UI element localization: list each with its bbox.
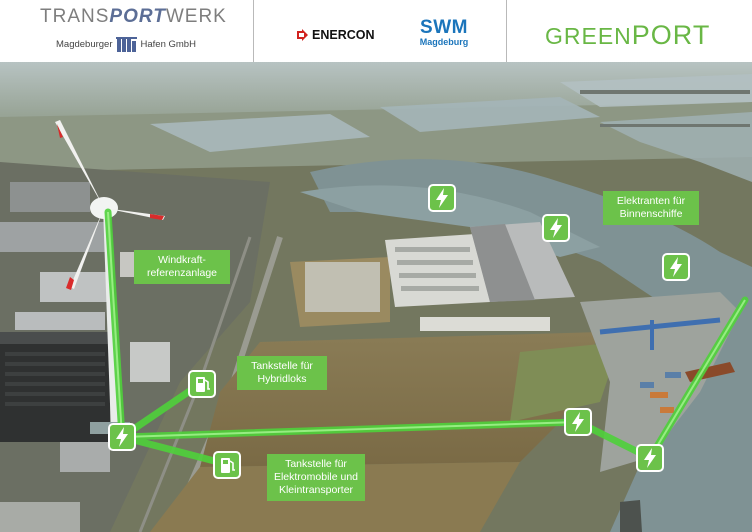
label-tankstelle-elektromobile: Tankstelle für Elektromobile und Kleintr… bbox=[267, 454, 365, 501]
lightning-icon bbox=[108, 423, 136, 451]
swm-magdeburg-logo: SWM Magdeburg bbox=[419, 17, 469, 47]
label-windkraft-referenzanlage: Windkraft- referenzanlage bbox=[134, 250, 230, 284]
harbor-crane-icon bbox=[115, 37, 137, 52]
greenport-logo: GREENPORT bbox=[545, 20, 711, 50]
label-tankstelle-hybridloks: Tankstelle für Hybridloks bbox=[237, 356, 327, 390]
enercon-mark-icon bbox=[297, 29, 308, 41]
header-divider bbox=[253, 0, 254, 62]
hafen-right-text: Hafen GmbH bbox=[140, 38, 196, 50]
header-divider bbox=[506, 0, 507, 62]
logo-header: TRANSPORTWERK Magdeburger Hafen GmbH ENE… bbox=[0, 0, 752, 62]
label-elektranten-binnenschiffe: Elektranten für Binnenschiffe bbox=[603, 191, 699, 225]
lightning-icon bbox=[636, 444, 664, 472]
aerial-harbor-photo: Windkraft- referenzanlage Tankstelle für… bbox=[0, 62, 752, 532]
fuel-pump-icon bbox=[213, 451, 241, 479]
transportwerk-logo: TRANSPORTWERK bbox=[40, 6, 227, 27]
hafen-left-text: Magdeburger bbox=[56, 38, 113, 50]
lightning-icon bbox=[428, 184, 456, 212]
lightning-icon bbox=[542, 214, 570, 242]
magdeburger-hafen-logo: Magdeburger Hafen GmbH bbox=[56, 36, 196, 52]
enercon-logo: ENERCON bbox=[297, 28, 375, 42]
lightning-icon bbox=[662, 253, 690, 281]
fuel-pump-icon bbox=[188, 370, 216, 398]
harbor-illustration bbox=[0, 62, 752, 532]
lightning-icon bbox=[564, 408, 592, 436]
